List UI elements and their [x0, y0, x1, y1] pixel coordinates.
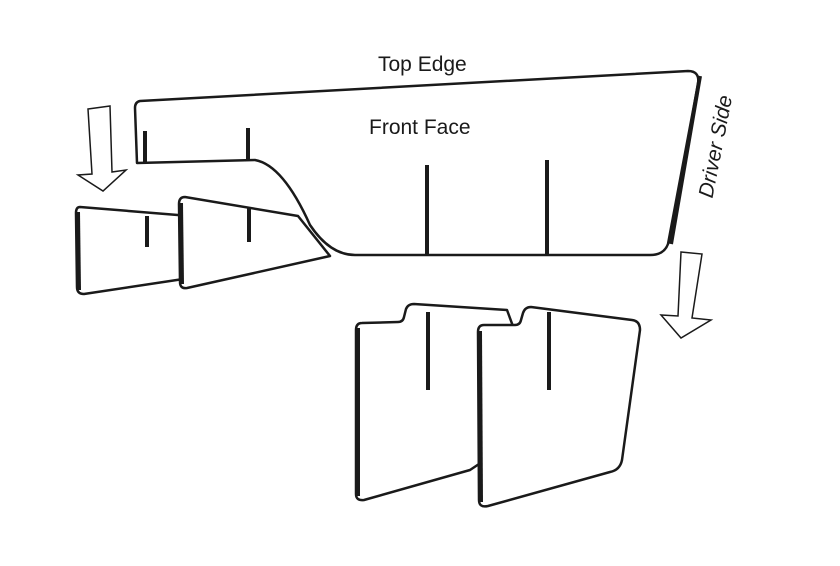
left-panel-back-edge: [76, 211, 81, 291]
front-face-label: Front Face: [369, 116, 471, 139]
top-edge-label: Top Edge: [378, 53, 467, 76]
left-panel-back: [74, 205, 192, 296]
arrow-down-left-icon: [75, 105, 129, 192]
arrow-down-right-icon: [659, 251, 714, 339]
main-panel-right-edge: [669, 75, 702, 245]
lower-panel-front: [476, 305, 642, 508]
left-panel-front-edge: [179, 202, 184, 285]
lower-panel-front-edge: [478, 330, 483, 503]
